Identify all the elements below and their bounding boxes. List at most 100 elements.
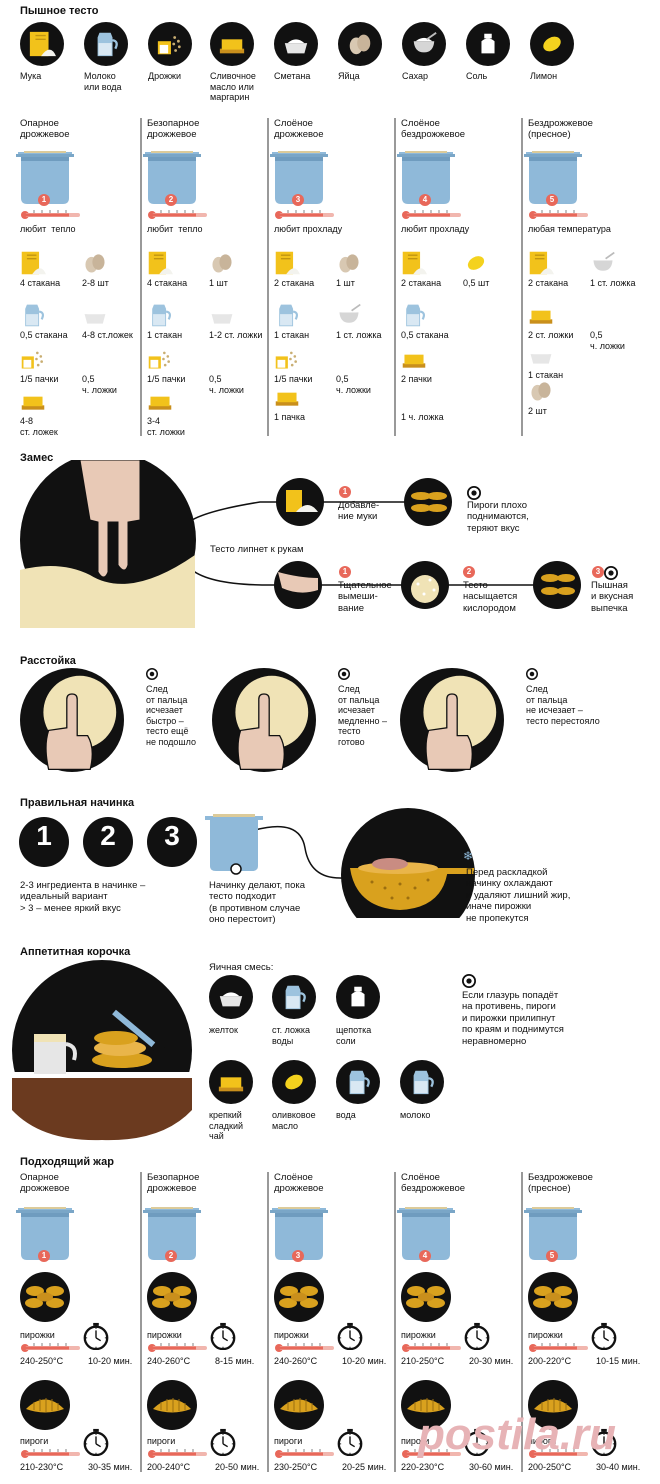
- dough-type-name: Опарное дрожжевое: [20, 1172, 70, 1195]
- column-divider: [267, 118, 269, 436]
- baking-time: 10-15 мин.: [596, 1356, 641, 1366]
- salt-icon: [82, 346, 108, 372]
- quantity-label: 0,5 шт: [463, 278, 490, 288]
- dough-type-name: Бездрожжевое (пресное): [528, 118, 593, 141]
- warning-marker-icon: [462, 974, 476, 988]
- finger-press-illustration: [212, 668, 316, 772]
- eggs-icon: [528, 378, 554, 404]
- olive-oil-icon: [272, 1060, 316, 1104]
- baked-item-label: пирожки: [274, 1330, 309, 1340]
- glaze-item-label: желток: [209, 1025, 238, 1035]
- quantity-label: 2 стакана: [401, 278, 442, 288]
- tea-glass-icon: [209, 1060, 253, 1104]
- section-title-filling: Правильная начинка: [20, 797, 135, 809]
- column-divider: [521, 1172, 523, 1472]
- quantity-label: 1/5 пачки: [274, 374, 313, 384]
- oven-temperature: 200-220°С: [528, 1356, 572, 1366]
- quantity-label: 2 шт: [528, 406, 547, 416]
- baking-time: 20-50 мин.: [215, 1462, 260, 1472]
- milk-jug-icon: [84, 22, 128, 66]
- quantity-label: 0,5 стакана: [20, 330, 68, 340]
- kneading-bottom-step2: Тесто насыщается кислородом: [463, 580, 518, 614]
- quantity-label: 2 стакана: [274, 278, 315, 288]
- large-pie-icon: [147, 1380, 197, 1430]
- small-pies-icon: [528, 1272, 578, 1322]
- column-divider: [394, 118, 396, 436]
- filling-number: 2: [100, 820, 116, 851]
- milk-icon: [20, 302, 46, 328]
- quantity-label: 1 стакан: [147, 330, 183, 340]
- glaze-item-label: оливковое масло: [272, 1110, 316, 1131]
- thermometer-icon: [401, 210, 463, 220]
- baked-item-label: пирожки: [147, 1330, 182, 1340]
- result-marker-icon: [526, 668, 538, 680]
- flour-icon: [147, 250, 173, 276]
- small-pies-icon: [274, 1272, 324, 1322]
- ingredient-label: Сливочное масло или маргарин: [210, 71, 256, 103]
- proofing-note: След от пальца исчезает быстро – тесто е…: [146, 684, 196, 748]
- quantity-label: 0,5 ч. ложки: [590, 330, 625, 351]
- dough-type-number: 3: [292, 1250, 304, 1262]
- quantity-label: 1/5 пачки: [20, 374, 59, 384]
- column-divider: [140, 1172, 142, 1472]
- filling-diagram: ❄: [19, 808, 475, 918]
- cream-icon: [82, 302, 108, 328]
- small-pies-icon: [20, 1272, 70, 1322]
- quantity-label: 3-4 ст. ложки: [147, 416, 185, 437]
- flour-icon: [274, 250, 300, 276]
- baked-item-label: пироги: [20, 1436, 49, 1446]
- sugar-icon: [590, 250, 616, 276]
- baking-time: 10-20 мин.: [88, 1356, 133, 1366]
- eggs-icon: [338, 22, 382, 66]
- salt-icon: [590, 302, 616, 328]
- quantity-label: 0,5 стакана: [401, 330, 449, 340]
- flour-icon: [20, 22, 64, 66]
- milk-icon: [401, 302, 427, 328]
- lemon-icon: [463, 250, 489, 276]
- filling-number: 1: [36, 820, 52, 851]
- quantity-label: 2 пачки: [401, 374, 432, 384]
- ingredient-label: Яйца: [338, 71, 360, 81]
- dough-type-number: 1: [38, 194, 50, 206]
- quantity-label: 1-2 ст. ложки: [209, 330, 263, 340]
- large-pie-icon: [274, 1380, 324, 1430]
- oven-temperature: 230-250°С: [274, 1462, 318, 1472]
- crust-illustration: [12, 960, 192, 1141]
- water-glass-icon: [336, 1060, 380, 1104]
- stopwatch-icon: [82, 1322, 110, 1350]
- dough-type-name: Безопарное дрожжевое: [147, 1172, 200, 1195]
- ingredient-label: Сметана: [274, 71, 311, 81]
- dough-type-number: 3: [292, 194, 304, 206]
- baked-item-label: пироги: [528, 1436, 557, 1446]
- yeast-icon: [274, 346, 300, 372]
- quantity-label: 1 ст. ложка: [590, 278, 636, 288]
- thermometer-icon: [147, 1449, 209, 1459]
- kneading-bottom-result: Пышная и вкусная выпечка: [591, 580, 634, 614]
- quantity-label: 1/5 пачки: [147, 374, 186, 384]
- stopwatch-icon: [209, 1428, 237, 1456]
- temperature-note: любит тепло: [147, 224, 203, 234]
- butter-icon: [210, 22, 254, 66]
- kneading-top-result: Пироги плохо поднимаются, теряют вкус: [467, 500, 529, 534]
- oven-temperature: 240-260°С: [274, 1356, 318, 1366]
- section-title-heat: Подходящий жар: [20, 1156, 114, 1168]
- kneading-step-badge: 2: [463, 566, 475, 578]
- kneading-caption: Тесто липнет к рукам: [210, 544, 304, 555]
- stopwatch-icon: [82, 1428, 110, 1456]
- baking-time: 30-40 мин.: [596, 1462, 641, 1472]
- baking-time: 10-20 мин.: [342, 1356, 387, 1366]
- result-marker-icon: [146, 668, 158, 680]
- salt-icon: [336, 346, 362, 372]
- thermometer-icon: [274, 1449, 336, 1459]
- sour-cream-icon: [274, 22, 318, 66]
- oven-temperature: 200-250°С: [528, 1462, 572, 1472]
- thermometer-icon: [20, 1449, 82, 1459]
- quantity-label: 4 стакана: [147, 278, 188, 288]
- quantity-label: 0,5 ч. ложки: [336, 374, 371, 395]
- dough-type-name: Опарное дрожжевое: [20, 118, 70, 141]
- quantity-label: 1 ч. ложка: [401, 412, 444, 422]
- watermark: postila.ru: [418, 1410, 617, 1459]
- ingredient-label: Соль: [466, 71, 488, 81]
- baked-item-label: пирожки: [401, 1330, 436, 1340]
- ingredient-label: Молоко или вода: [84, 71, 122, 92]
